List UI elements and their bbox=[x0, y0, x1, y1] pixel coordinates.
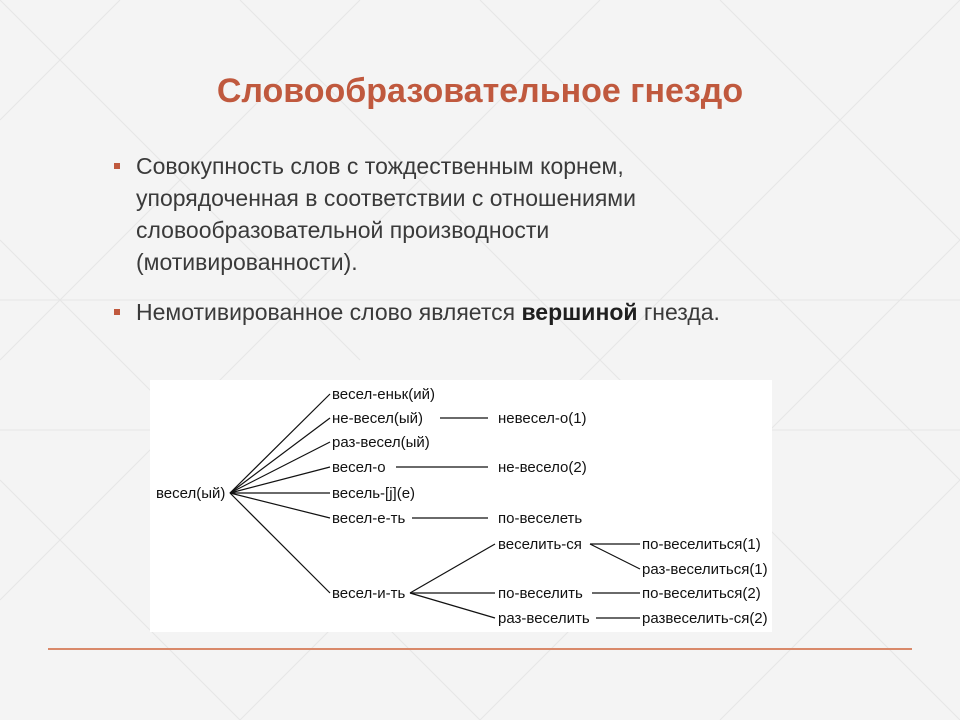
footer-divider bbox=[48, 648, 912, 650]
level3-node: раз-веселиться(1) bbox=[642, 561, 768, 578]
level2-node: раз-веселить bbox=[498, 610, 590, 627]
word-nest-tree: весел(ый) весел-еньк(ий) не-весел(ый) ра… bbox=[156, 386, 768, 627]
bullet-line: упорядоченная в соответствии с отношения… bbox=[136, 185, 636, 211]
level2-node: не-весело(2) bbox=[498, 459, 587, 476]
word-nest-diagram: весел(ый) весел-еньк(ий) не-весел(ый) ра… bbox=[150, 380, 772, 632]
level1-node: весел-и-ть bbox=[332, 585, 405, 602]
level3-node: по-веселиться(2) bbox=[642, 585, 761, 602]
tree-edge bbox=[229, 466, 331, 494]
bullet-text-bold: вершиной bbox=[521, 299, 638, 325]
tree-edge bbox=[589, 543, 641, 570]
bullet-text-post: гнезда. bbox=[637, 299, 720, 325]
bullet-item-definition: Совокупность слов с тождественным корнем… bbox=[114, 150, 874, 278]
tree-edge bbox=[229, 492, 331, 594]
bullet-line: (мотивированности). bbox=[136, 249, 358, 275]
bullet-line: Совокупность слов с тождественным корнем… bbox=[136, 153, 624, 179]
slide-title: Словообразовательное гнездо bbox=[216, 72, 744, 110]
level2-node: веселить-ся bbox=[498, 536, 582, 553]
tree-edge bbox=[409, 592, 496, 619]
level1-node: не-весел(ый) bbox=[332, 410, 423, 427]
tree-edge bbox=[229, 393, 331, 494]
level3-node: по-веселиться(1) bbox=[642, 536, 761, 553]
level2-node: по-веселеть bbox=[498, 510, 582, 527]
tree-edge bbox=[229, 417, 331, 494]
bullet-marker-icon bbox=[114, 163, 120, 169]
tree-edge bbox=[229, 492, 331, 519]
tree-edge bbox=[229, 441, 331, 494]
bullet-marker-icon bbox=[114, 309, 120, 315]
level3-node: развеселить-ся(2) bbox=[642, 610, 768, 627]
level1-node: весел-е-ть bbox=[332, 510, 405, 527]
bullet-text-pre: Немотивированное слово является bbox=[136, 299, 522, 325]
level1-node: весель-[j](е) bbox=[332, 485, 415, 502]
root-node: весел(ый) bbox=[156, 485, 225, 502]
bullet-line: словообразовательной производности bbox=[136, 217, 550, 243]
level1-node: весел-о bbox=[332, 459, 386, 476]
bullet-item-vertex: Немотивированное слово является вершиной… bbox=[114, 296, 874, 328]
bullet-list: Совокупность слов с тождественным корнем… bbox=[114, 150, 874, 346]
level2-node: по-веселить bbox=[498, 585, 583, 602]
tree-edge bbox=[409, 543, 496, 594]
level1-node: весел-еньк(ий) bbox=[332, 386, 435, 403]
level1-node: раз-весел(ый) bbox=[332, 434, 430, 451]
level2-node: невесел-о(1) bbox=[498, 410, 587, 427]
